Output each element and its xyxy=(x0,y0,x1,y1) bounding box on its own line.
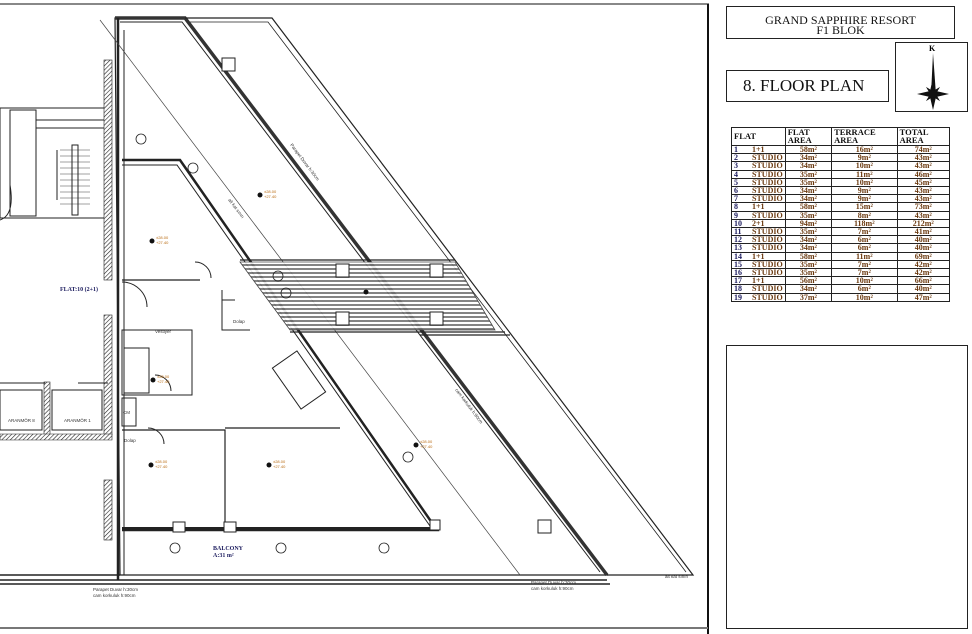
floor-title: 8. FLOOR PLAN xyxy=(743,76,865,95)
total-area: 47m² xyxy=(896,292,951,302)
flat-type: STUDIO xyxy=(750,292,786,302)
project-name: GRAND SAPPHIRE RESORT xyxy=(765,13,916,27)
svg-text:+27.40: +27.40 xyxy=(156,240,169,245)
flat-number: 18 xyxy=(731,284,750,294)
svg-text:±28.00: ±28.00 xyxy=(156,235,169,240)
svg-text:+27.40: +27.40 xyxy=(157,379,170,384)
storage-rooms xyxy=(0,382,108,431)
pergola-decking xyxy=(239,261,496,331)
terrace-area: 15m² xyxy=(831,202,898,212)
total-area: 40m² xyxy=(896,243,951,253)
flat-number: 19 xyxy=(731,292,750,302)
columns xyxy=(172,57,552,534)
parapet-note-2: Parapet Duvar h:30cm xyxy=(531,580,576,585)
flat-label: FLAT:10 (2+1) xyxy=(60,286,98,293)
flat-type: STUDIO xyxy=(750,284,786,294)
cm-label: CM xyxy=(123,410,130,415)
flat-area-table: FLAT FLAT AREA TERRACE AREA TOTAL AREA 1… xyxy=(731,127,951,302)
hatched-walls xyxy=(0,59,113,541)
col-flat: FLAT xyxy=(731,127,786,146)
storage-label-1: ARANMÖR 8 xyxy=(8,417,35,423)
svg-text:±28.00: ±28.00 xyxy=(264,189,277,194)
flat-area: 37m² xyxy=(784,292,833,302)
flat-area: 34m² xyxy=(784,243,833,253)
closet-label: Dolap xyxy=(233,319,245,324)
coat-rack-label: Vestiyer xyxy=(155,329,172,334)
flat-number: 13 xyxy=(731,243,750,253)
parapet-note: Parapet Duvar h:30cm xyxy=(93,587,138,592)
flat-area: 34m² xyxy=(784,284,833,294)
flat-number: 8 xyxy=(731,202,750,212)
level-markers xyxy=(148,192,419,468)
balcony-label: BALCONY xyxy=(213,546,244,552)
total-area: 40m² xyxy=(896,284,951,294)
total-area: 43m² xyxy=(896,161,951,171)
terrace-area: 6m² xyxy=(831,284,898,294)
light-fixtures xyxy=(135,133,414,554)
title-block: GRAND SAPPHIRE RESORT F1 BLOK xyxy=(726,6,955,39)
balcony-area: A:31 m² xyxy=(213,553,234,559)
col-terrace-area: TERRACE AREA xyxy=(831,127,898,146)
col-flat-area: FLAT AREA xyxy=(784,127,833,146)
railing-note-2: cam korkuluk h:90cm xyxy=(531,586,574,591)
svg-text:+27.40: +27.40 xyxy=(420,444,433,449)
north-label: K xyxy=(929,44,936,53)
flat-type: 1+1 xyxy=(750,202,786,212)
flat-number: 3 xyxy=(731,161,750,171)
terrace-area: 10m² xyxy=(831,292,898,302)
notes-box xyxy=(726,345,968,629)
closet-label-2: Dolap xyxy=(124,438,136,443)
flat-area: 34m² xyxy=(784,161,833,171)
svg-text:+27.40: +27.40 xyxy=(273,464,286,469)
svg-text:±28.00: ±28.00 xyxy=(420,439,433,444)
svg-text:±28.00: ±28.00 xyxy=(157,374,170,379)
north-arrow-box: K xyxy=(895,42,968,112)
svg-text:+27.40: +27.40 xyxy=(264,194,277,199)
flat-type: STUDIO xyxy=(750,243,786,253)
level-labels: ±28.00+27.40 ±28.00+27.40 ±28.00+27.40 ±… xyxy=(155,189,433,469)
floor-title-box: 8. FLOOR PLAN xyxy=(726,70,889,102)
svg-text:±28.00: ±28.00 xyxy=(155,459,168,464)
terrace-area: 6m² xyxy=(831,243,898,253)
svg-text:±28.00: ±28.00 xyxy=(273,459,286,464)
building-walls xyxy=(0,16,695,585)
storage-label-2: ARANMÖR 1 xyxy=(64,417,91,423)
svg-text:+27.40: +27.40 xyxy=(155,464,168,469)
terrace-area: 10m² xyxy=(831,161,898,171)
col-total-area: TOTAL AREA xyxy=(896,127,951,146)
north-arrow-icon xyxy=(917,53,949,110)
stair-core xyxy=(0,107,109,221)
flat-area: 58m² xyxy=(784,202,833,212)
block-name: F1 BLOK xyxy=(816,23,865,37)
lower-floor-note: alt kat sınırı xyxy=(665,574,688,579)
flat-type: STUDIO xyxy=(750,161,786,171)
railing-note: cam korkuluk h:90cm xyxy=(93,593,136,598)
total-area: 73m² xyxy=(896,202,951,212)
floor-plan-drawing: ARANMÖR 8 ARANMÖR 1 xyxy=(0,3,709,634)
